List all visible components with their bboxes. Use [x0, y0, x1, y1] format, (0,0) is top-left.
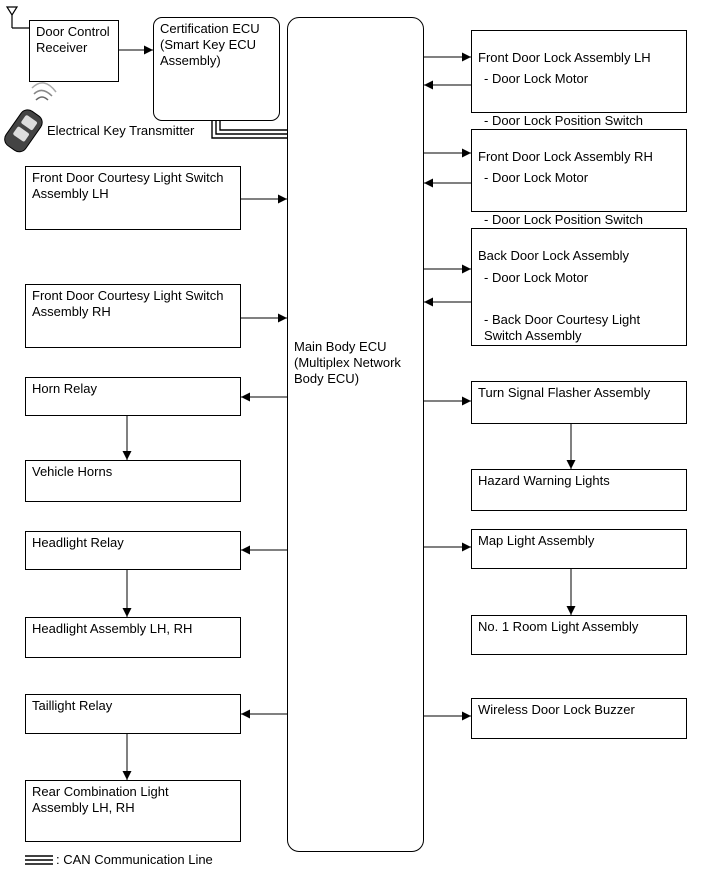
back-door-lock: Back Door Lock Assembly - Door Lock Moto… [471, 228, 687, 346]
vehicle-horns: Vehicle Horns [25, 460, 241, 502]
front-door-lock-lh-title: Front Door Lock Assembly LH [478, 50, 651, 65]
key-fob-icon [4, 82, 57, 153]
door-control-receiver: Door Control Receiver [29, 20, 119, 82]
can-line [211, 121, 287, 139]
taillight-relay: Taillight Relay [25, 694, 241, 734]
rear-combination-light: Rear Combination Light Assembly LH, RH [25, 780, 241, 842]
main-body-ecu [287, 17, 424, 852]
key-transmitter-label: Electrical Key Transmitter [47, 123, 195, 138]
legend-label: : CAN Communication Line [56, 852, 213, 867]
courtesy-switch-lh: Front Door Courtesy Light Switch Assembl… [25, 166, 241, 230]
front-door-lock-rh-title: Front Door Lock Assembly RH [478, 149, 653, 164]
back-door-lock-title: Back Door Lock Assembly [478, 248, 630, 263]
horn-relay: Horn Relay [25, 377, 241, 416]
headlight-relay: Headlight Relay [25, 531, 241, 570]
back-door-lock-motor: - Door Lock Motor [484, 270, 589, 285]
antenna-icon [5, 6, 29, 29]
headlight-assembly: Headlight Assembly LH, RH [25, 617, 241, 658]
can-line-icon [25, 855, 53, 865]
front-door-lock-lh-motor: - Door Lock Motor [484, 71, 589, 86]
hazard-warning-lights: Hazard Warning Lights [471, 469, 687, 511]
back-door-lock-switch: - Back Door Courtesy Light Switch Assemb… [484, 312, 641, 343]
certification-ecu: Certification ECU (Smart Key ECU Assembl… [153, 17, 280, 121]
front-door-lock-rh-switch: - Door Lock Position Switch [484, 212, 643, 227]
main-body-ecu-label: Main Body ECU (Multiplex Network Body EC… [294, 339, 401, 386]
front-door-lock-lh: Front Door Lock Assembly LH - Door Lock … [471, 30, 687, 128]
courtesy-switch-rh: Front Door Courtesy Light Switch Assembl… [25, 284, 241, 348]
room-light-assembly: No. 1 Room Light Assembly [471, 615, 687, 655]
map-light-assembly: Map Light Assembly [471, 529, 687, 569]
turn-signal-flasher: Turn Signal Flasher Assembly [471, 381, 687, 424]
wireless-door-lock-buzzer: Wireless Door Lock Buzzer [471, 698, 687, 739]
front-door-lock-lh-switch: - Door Lock Position Switch [484, 113, 643, 128]
front-door-lock-rh-motor: - Door Lock Motor [484, 170, 589, 185]
front-door-lock-rh: Front Door Lock Assembly RH - Door Lock … [471, 129, 687, 227]
